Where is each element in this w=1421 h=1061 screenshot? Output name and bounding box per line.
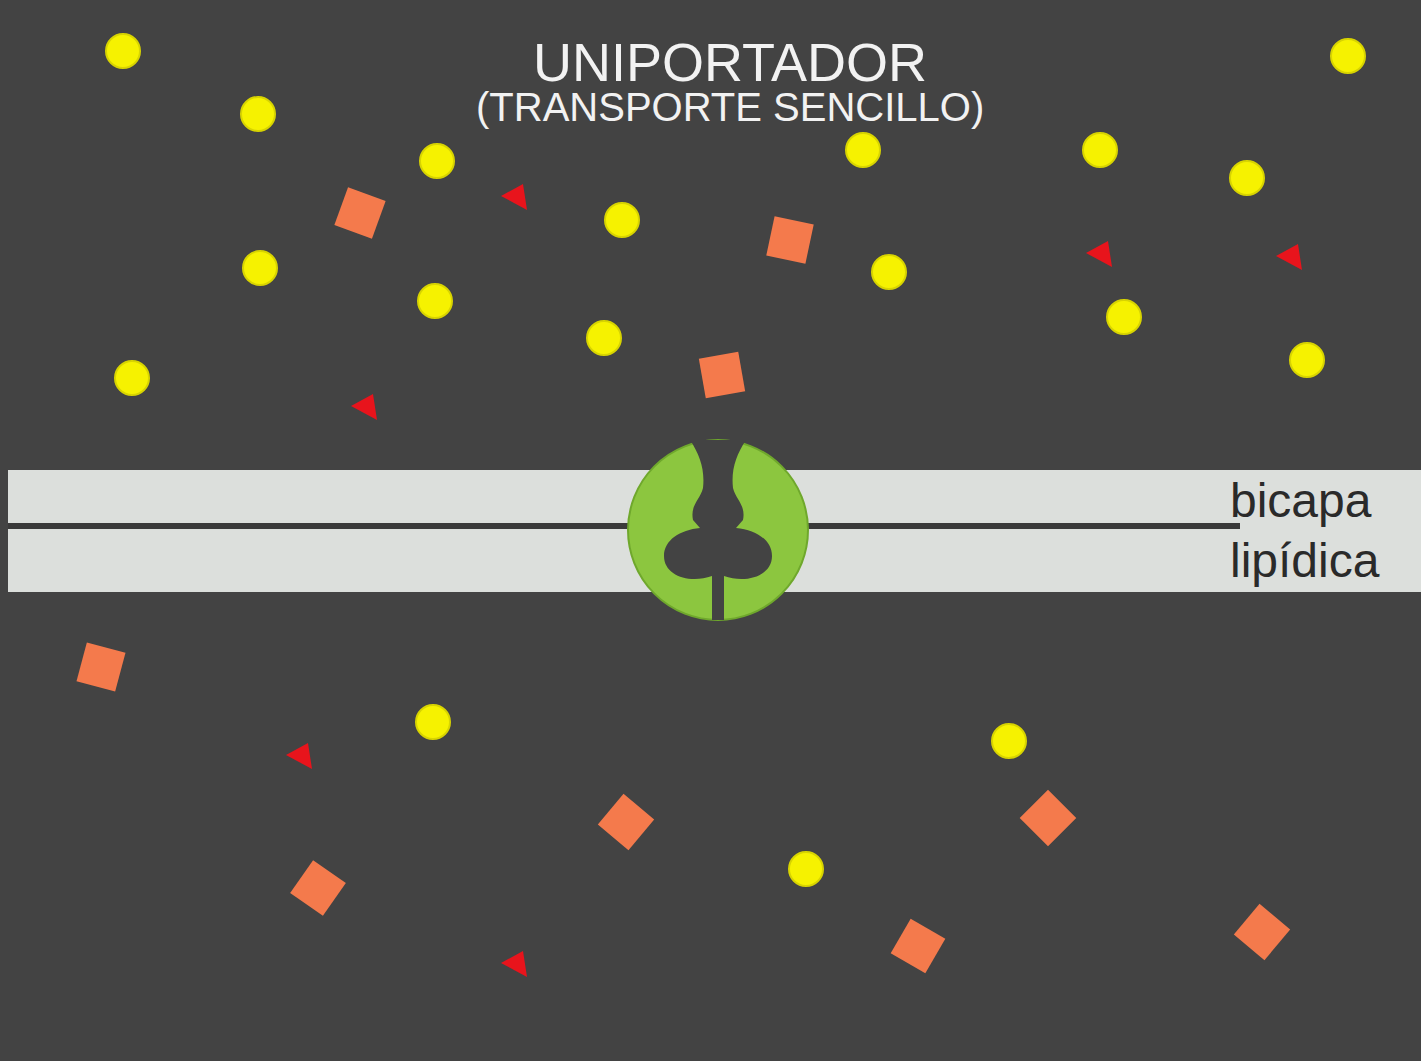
diagram-title: UNIPORTADOR bbox=[533, 32, 927, 92]
red-particle bbox=[501, 951, 527, 977]
yellow-particle bbox=[1083, 133, 1117, 167]
yellow-particle bbox=[872, 255, 906, 289]
yellow-particle bbox=[789, 852, 823, 886]
red-particle bbox=[501, 184, 527, 210]
orange-particle bbox=[334, 187, 385, 238]
orange-particle bbox=[598, 794, 654, 850]
orange-particle bbox=[1234, 904, 1290, 960]
transporter-channel bbox=[664, 440, 772, 620]
yellow-particle bbox=[992, 724, 1026, 758]
yellow-particle bbox=[587, 321, 621, 355]
orange-particle bbox=[891, 919, 946, 974]
yellow-particle bbox=[243, 251, 277, 285]
red-particle bbox=[1276, 244, 1302, 270]
subtitle: (TRANSPORTE SENCILLO) bbox=[476, 84, 984, 130]
yellow-particle bbox=[605, 203, 639, 237]
band-label: bicapa lipídica bbox=[1230, 471, 1415, 591]
orange-particle bbox=[699, 352, 745, 398]
orange-particle bbox=[1020, 790, 1077, 847]
bilayer-band: bicapa lipídica bbox=[8, 470, 1421, 592]
yellow-particle bbox=[115, 361, 149, 395]
yellow-particle bbox=[1331, 39, 1365, 73]
bilayer-midline bbox=[8, 523, 1240, 529]
red-particle bbox=[286, 743, 312, 769]
yellow-particle bbox=[241, 97, 275, 131]
yellow-particle bbox=[420, 144, 454, 178]
orange-particle bbox=[77, 643, 126, 692]
yellow-particle bbox=[1107, 300, 1141, 334]
red-particle bbox=[351, 394, 377, 420]
solute-particles bbox=[77, 34, 1365, 977]
orange-particle bbox=[290, 860, 346, 916]
yellow-particle bbox=[1230, 161, 1264, 195]
yellow-particle bbox=[846, 133, 880, 167]
yellow-particle bbox=[1290, 343, 1324, 377]
transporter-body bbox=[628, 440, 808, 620]
yellow-particle bbox=[418, 284, 452, 318]
uniporter-protein bbox=[628, 440, 808, 620]
yellow-particle bbox=[106, 34, 140, 68]
orange-particle bbox=[766, 216, 813, 263]
yellow-particle bbox=[416, 705, 450, 739]
red-particle bbox=[1086, 241, 1112, 267]
